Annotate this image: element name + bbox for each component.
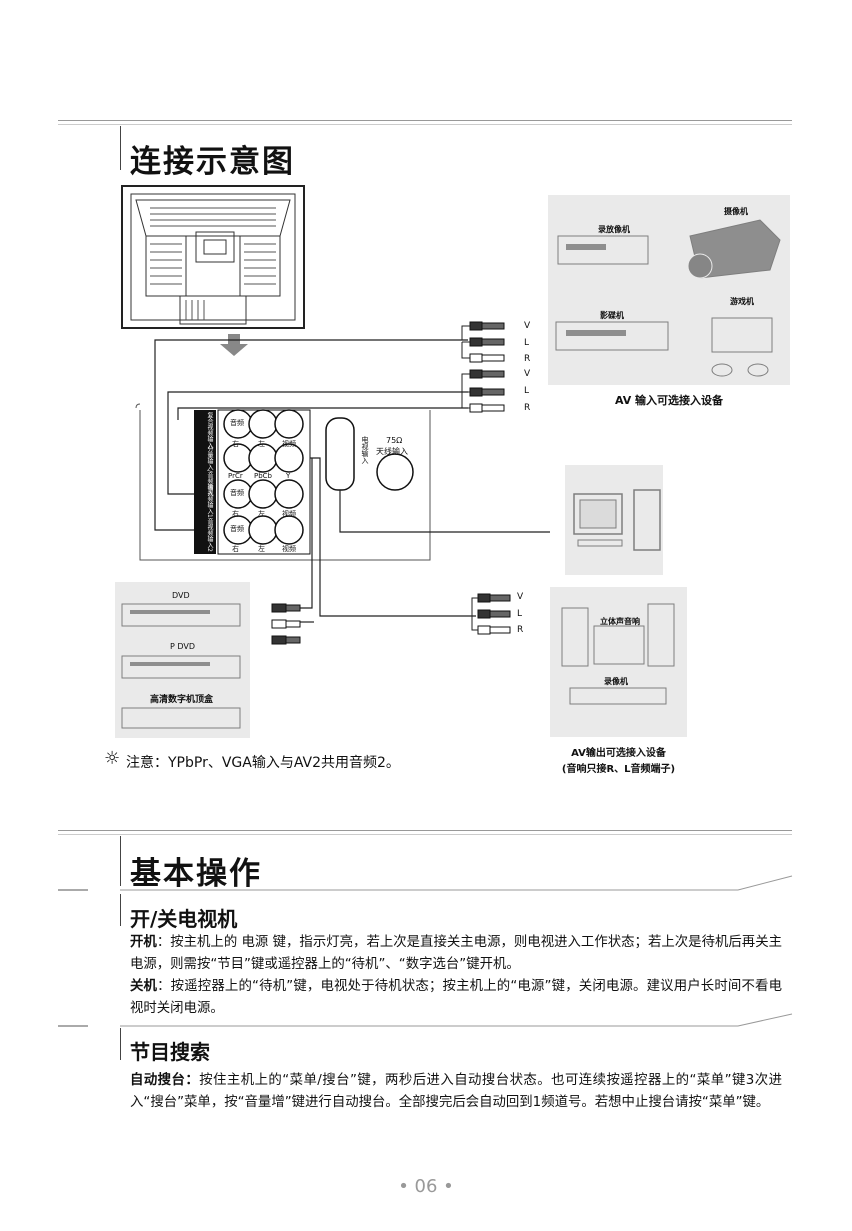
jack-label-r1: R <box>524 354 531 364</box>
av-output-caption-1: AV输出可选接入设备 <box>571 748 666 759</box>
power-off-text: ：按遥控器上的“待机”键，电视处于待机状态；按主机上的“电源”键，关闭电源。建议… <box>130 979 783 1016</box>
tv-rear-illustration <box>121 185 305 329</box>
auto-search-label: 自动搜台： <box>130 1073 200 1088</box>
section-title-connection: 连接示意图 <box>130 144 295 180</box>
panel-row-label-2: 分量输入/音频输入 <box>206 446 213 497</box>
panel-label-audio-3: 音频 <box>230 489 244 497</box>
power-on-paragraph: 开机：按主机上的 电源 键，指示灯亮，若上次是直接关主电源，则电视进入工作状态；… <box>130 932 782 976</box>
panel-label-video-3: 视频 <box>282 510 296 518</box>
note-text: 注意：YPbPr、VGA输入与AV2共用音频2。 <box>126 755 400 771</box>
jack-label-r3: R <box>517 625 524 635</box>
panel-label-left-4: 左 <box>258 545 265 553</box>
panel-label-right: 右 <box>232 440 239 448</box>
power-off-label: 关机 <box>130 979 158 994</box>
panel-row-label-1: 复合视频输入 <box>206 412 213 448</box>
jack-label-r2: R <box>524 403 531 413</box>
panel-label-pbcb: PbCb <box>254 472 272 480</box>
panel-label-video-4: 视频 <box>282 545 296 553</box>
jack-label-v2: V <box>524 369 531 379</box>
device-label-vcr: 录放像机 <box>598 225 630 234</box>
auto-search-text: 按住主机上的“菜单/搜台”键，两秒后进入自动搜台状态。也可连续按遥控器上的“菜单… <box>130 1073 782 1110</box>
left-device-dvd: DVD <box>172 591 190 600</box>
section-title-basic-ops: 基本操作 <box>130 856 262 892</box>
device-label-game-console: 游戏机 <box>730 297 754 306</box>
av-input-devices-box <box>548 195 790 385</box>
antenna-label: 天线输入 <box>376 447 408 456</box>
device-label-stereo: 立体声音响 <box>600 617 640 626</box>
panel-label-audio-4: 音频 <box>230 525 244 533</box>
auto-search-paragraph: 自动搜台：按住主机上的“菜单/搜台”键，两秒后进入自动搜台状态。也可连续按遥控器… <box>130 1070 782 1114</box>
panel-row-label-3: 音视频输入1 <box>206 484 213 518</box>
device-label-camcorder: 摄像机 <box>724 207 748 216</box>
device-label-dvd-player: 影碟机 <box>600 311 624 320</box>
title-bar <box>120 126 121 170</box>
jack-label-v3: V <box>517 592 524 602</box>
av-input-caption: AV 输入可选接入设备 <box>614 394 724 407</box>
sub1-bar <box>120 894 121 926</box>
av-output-devices-box <box>550 587 687 737</box>
sub-title-channel-search: 节目搜索 <box>130 1040 210 1064</box>
section2-divider <box>58 875 793 891</box>
panel-label-left-3: 左 <box>258 510 265 518</box>
jack-label-v1: V <box>524 321 531 331</box>
jack-label-l3: L <box>517 609 523 619</box>
panel-label-y: Y <box>286 472 291 480</box>
panel-label-right-3: 右 <box>232 510 239 518</box>
antenna-vertical-label: 电视输入 <box>361 436 369 464</box>
top-rule-2 <box>58 124 792 125</box>
sub2-bar <box>120 1028 121 1060</box>
left-devices-box <box>115 582 250 738</box>
power-off-paragraph: 关机：按遥控器上的“待机”键，电视处于待机状态；按主机上的“电源”键，关闭电源。… <box>130 976 782 1020</box>
jack-label-l2: L <box>524 386 530 396</box>
av-output-caption-2: (音响只接R、L音频端子) <box>561 764 676 775</box>
panel-label-left: 左 <box>258 440 265 448</box>
antenna-ohm-label: 75Ω <box>386 436 403 445</box>
panel-label-video: 视频 <box>282 440 296 448</box>
section2-rule-2 <box>58 834 792 835</box>
jack-label-l1: L <box>524 338 530 348</box>
page-number: • 06 • <box>398 1176 454 1197</box>
panel-label-prcr: PrCr <box>228 472 243 480</box>
section2-rule <box>58 830 792 831</box>
panel-row-label-4: 音视频输入2 <box>206 518 213 552</box>
panel-label-right-4: 右 <box>232 545 239 553</box>
left-device-set-top-box: 高清数字机顶盒 <box>150 695 214 705</box>
top-rule <box>58 120 792 121</box>
section2-title-bar <box>120 836 121 886</box>
sub2-divider <box>58 1013 793 1027</box>
lightbulb-icon: ☼ <box>104 748 121 769</box>
computer-box <box>565 465 663 575</box>
sub-title-power: 开/关电视机 <box>130 907 238 931</box>
power-on-label: 开机 <box>130 935 157 950</box>
left-device-pdvd: P DVD <box>170 642 196 651</box>
down-arrow <box>220 334 248 356</box>
device-label-vcr-out: 录像机 <box>604 677 628 686</box>
power-on-text: ：按主机上的 电源 键，指示灯亮，若上次是直接关主电源，则电视进入工作状态；若上… <box>130 935 782 972</box>
panel-label-audio: 音频 <box>230 419 244 427</box>
